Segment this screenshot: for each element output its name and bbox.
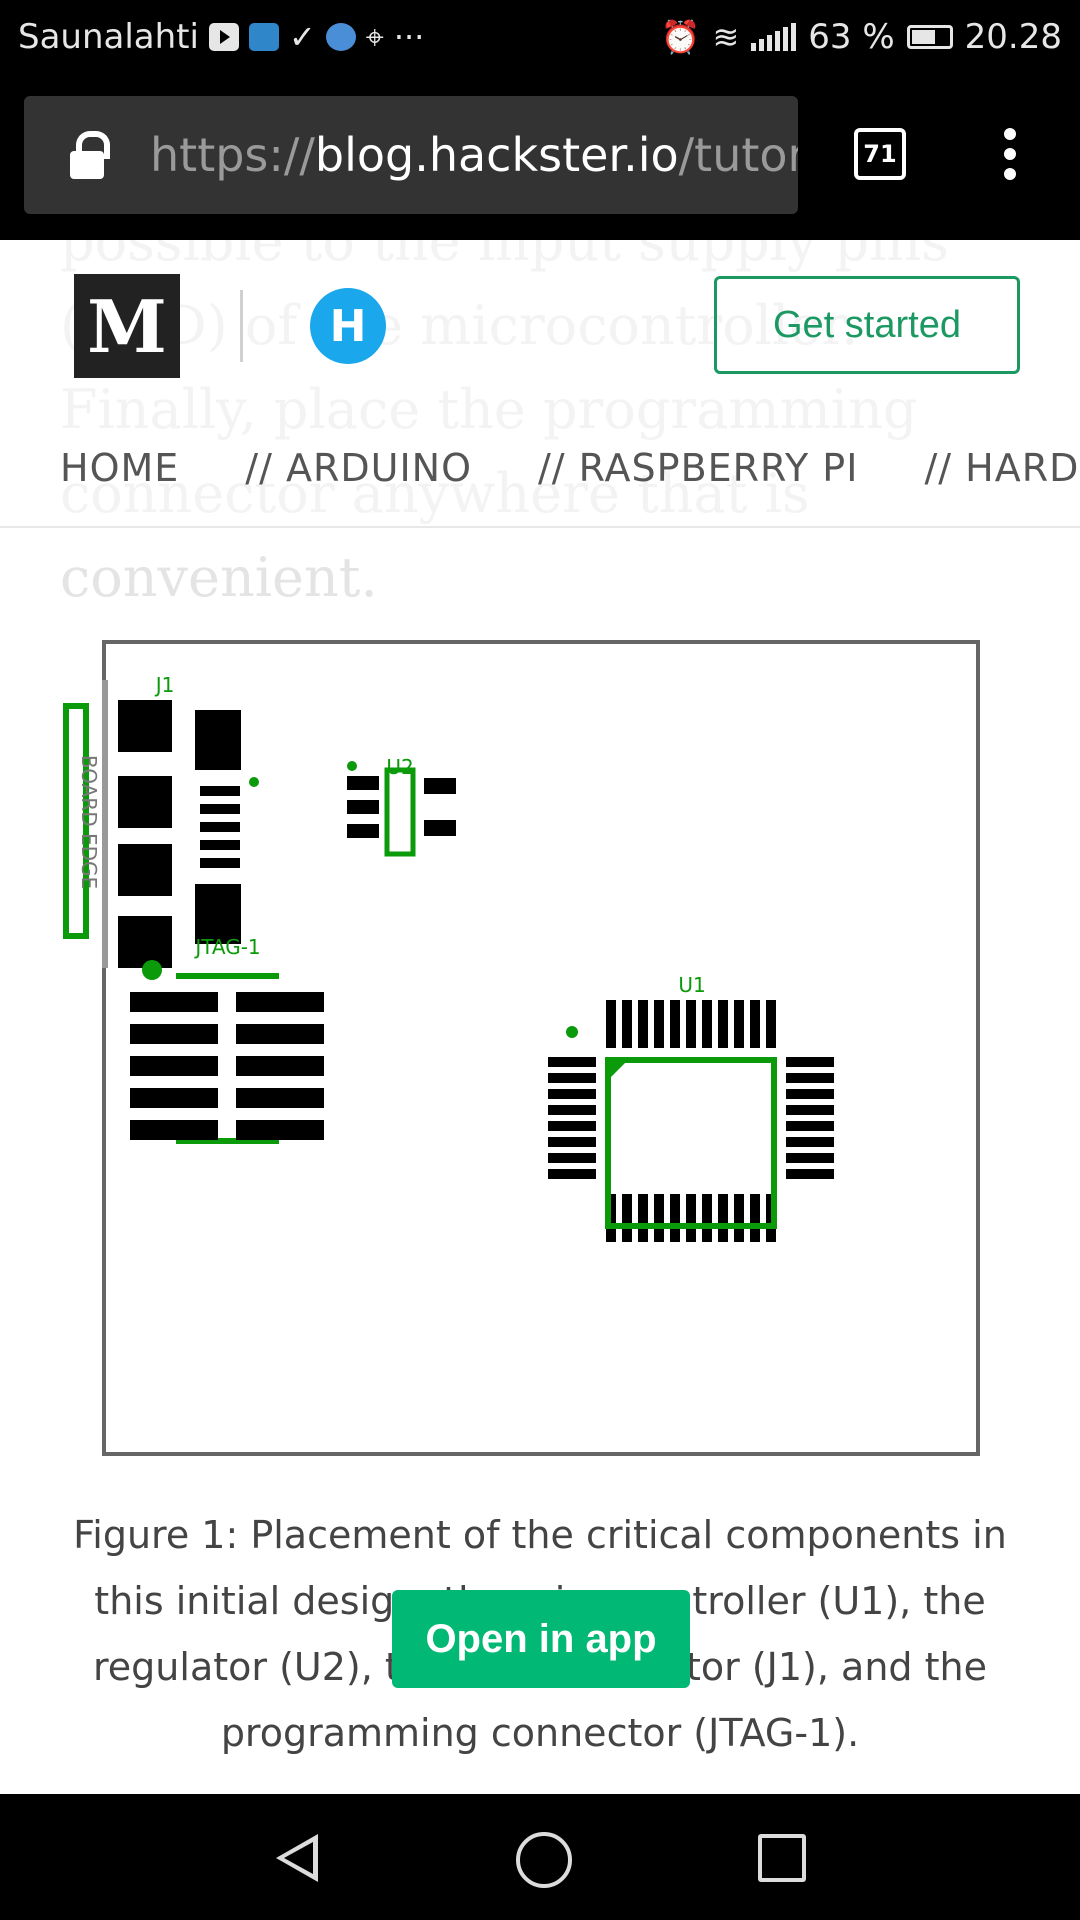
url-text: https://blog.hackster.io/tutoria bbox=[150, 128, 798, 182]
u1-bottom-pads bbox=[606, 1194, 776, 1242]
header-divider bbox=[0, 526, 1080, 528]
hackster-logo[interactable]: H bbox=[310, 288, 386, 364]
board-edge-line bbox=[102, 680, 108, 968]
alarm-icon: ⏰ bbox=[660, 18, 701, 56]
u1-left-pads bbox=[548, 1057, 596, 1179]
recents-icon[interactable] bbox=[758, 1834, 806, 1882]
pcb-diagram: BOARD EDGE J1 U2 bbox=[63, 640, 980, 1456]
carrier-name: Saunalahti bbox=[18, 17, 199, 57]
board-edge-marker bbox=[63, 703, 89, 939]
maps-icon: ⌖ bbox=[365, 17, 384, 56]
nav-item-arduino[interactable]: // ARDUINO bbox=[245, 446, 472, 490]
jtag-top-outline bbox=[176, 973, 279, 979]
medium-logo[interactable]: M bbox=[74, 274, 180, 378]
logo-divider bbox=[240, 290, 243, 362]
nav-item-home[interactable]: HOME bbox=[60, 446, 180, 490]
signal-icon bbox=[751, 23, 797, 51]
jtag-label: JTAG-1 bbox=[193, 935, 260, 959]
j1-pin1-marker bbox=[249, 777, 259, 787]
u1-body-outline bbox=[605, 1057, 777, 1229]
u2-label: U2 bbox=[386, 755, 413, 779]
nav-item-hardware[interactable]: // HARDW bbox=[924, 446, 1080, 490]
category-nav: HOME // ARDUINO // RASPBERRY PI // HARDW bbox=[60, 446, 1080, 490]
nav-item-raspberry-pi[interactable]: // RASPBERRY PI bbox=[537, 446, 859, 490]
u1-pin1-marker bbox=[566, 1026, 578, 1038]
u2-regulator-pads bbox=[347, 776, 456, 838]
site-header bbox=[0, 240, 1080, 526]
pcb-layout-figure: BOARD EDGE J1 U2 bbox=[0, 530, 1080, 1750]
more-notifications: ··· bbox=[393, 18, 425, 56]
board-edge-label: BOARD EDGE bbox=[77, 755, 101, 889]
status-bar: Saunalahti ✓ ⌖ ··· ⏰ ≋ 63 % 20.28 bbox=[0, 0, 1080, 74]
u1-top-pads bbox=[606, 1000, 776, 1048]
overflow-menu-icon[interactable] bbox=[996, 128, 1024, 184]
j1-connector-pads bbox=[118, 700, 241, 968]
battery-percent: 63 % bbox=[808, 17, 895, 57]
back-icon-inner bbox=[284, 1842, 313, 1874]
jtag-bottom-outline bbox=[176, 1138, 279, 1144]
tab-switcher-button[interactable]: 71 bbox=[854, 128, 906, 180]
app-icon bbox=[248, 23, 279, 51]
u1-label: U1 bbox=[678, 973, 705, 997]
battery-icon bbox=[906, 25, 953, 49]
jtag-pin1-marker bbox=[142, 960, 162, 980]
web-page: possible to the input supply pins (VDD) … bbox=[0, 240, 1080, 1794]
board-outline bbox=[102, 640, 980, 1456]
u1-orientation-mark bbox=[608, 1060, 628, 1080]
system-navigation-bar bbox=[0, 1794, 1080, 1920]
u1-right-pads bbox=[786, 1057, 834, 1179]
jtag-connector-pads bbox=[130, 992, 324, 1140]
wifi-icon: ≋ bbox=[712, 18, 740, 56]
j1-label: J1 bbox=[154, 673, 175, 697]
open-in-app-button[interactable]: Open in app bbox=[392, 1590, 690, 1688]
app-icon bbox=[325, 23, 356, 51]
lock-icon bbox=[64, 127, 120, 183]
checkmark-icon: ✓ bbox=[288, 18, 316, 56]
browser-toolbar: https://blog.hackster.io/tutoria 71 bbox=[0, 74, 1080, 240]
u2-pin1-marker bbox=[347, 761, 357, 771]
get-started-button[interactable]: Get started bbox=[714, 276, 1020, 374]
u2-body-outline bbox=[384, 767, 416, 857]
url-bar[interactable]: https://blog.hackster.io/tutoria bbox=[24, 96, 798, 214]
clock: 20.28 bbox=[964, 17, 1062, 57]
youtube-icon bbox=[208, 23, 239, 51]
home-icon[interactable] bbox=[516, 1832, 572, 1888]
